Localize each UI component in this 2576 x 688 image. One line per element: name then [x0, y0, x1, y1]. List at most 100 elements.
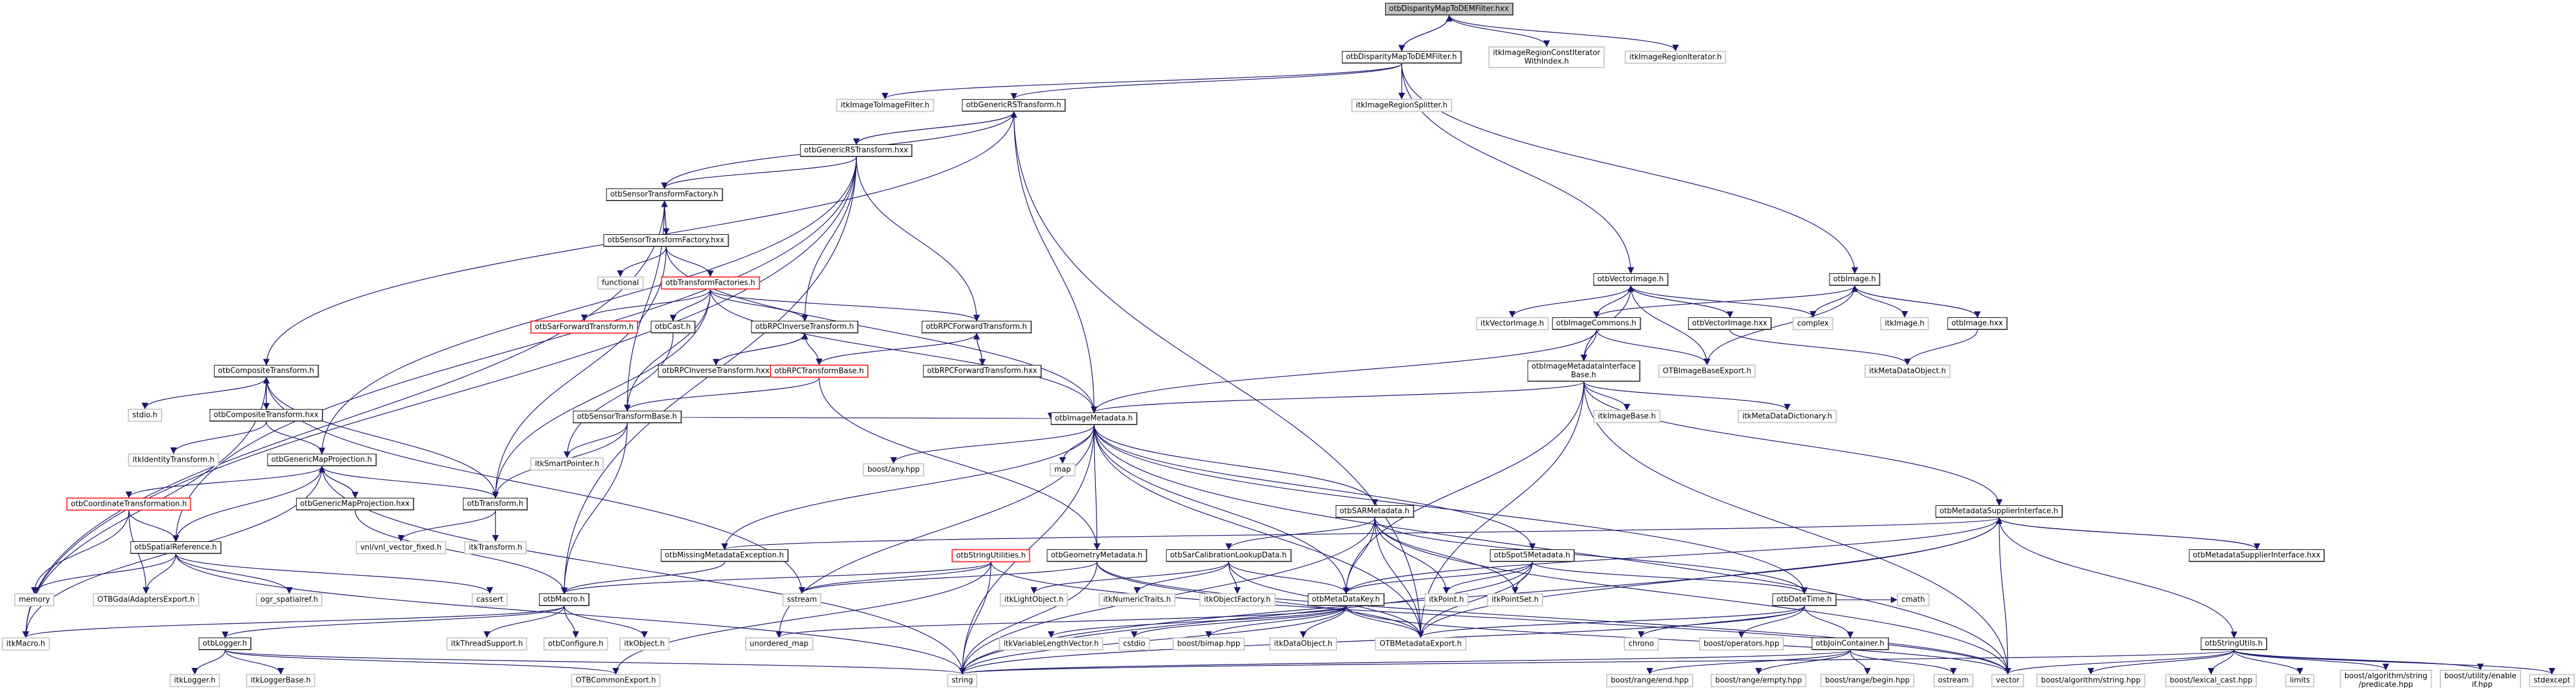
node-imib[interactable]: otbImageMetadataInterface Base.h [1527, 360, 1641, 382]
edge-joincontainer-to-string [959, 650, 1851, 675]
edge-imib-to-imd [1091, 381, 1584, 414]
node-gmp-hxx[interactable]: otbGenericMapProjection.hxx [296, 498, 415, 510]
edge-imd-to-mdkey [1094, 424, 1350, 595]
edge-joincontainer-to-ostream [1850, 650, 1957, 675]
edge-tf_h-to-rpcfwd_h [710, 289, 980, 322]
node-transform-h[interactable]: otbTransform.h [463, 498, 528, 510]
node-strutilities[interactable]: otbStringUtilities.h [951, 549, 1031, 563]
node-img-h[interactable]: otbImage.h [1829, 273, 1881, 286]
node-dem-h[interactable]: otbDisparityMapToDEMFilter.h [1342, 51, 1462, 64]
edge-imd-to-map [1059, 424, 1095, 464]
node-rpcinv-h[interactable]: otbRPCInverseTransform.h [751, 321, 859, 333]
edge-imd-to-boostany [890, 424, 1095, 464]
node-splitter: itkImageRegionSplitter.h [1351, 99, 1452, 112]
edge-imib-to-mdsi_h [1583, 382, 2003, 506]
node-cast[interactable]: otbCast.h [651, 321, 695, 333]
edge-datetime-to-operators [1738, 606, 1805, 638]
edge-sarmd-to-mdexport [1374, 517, 1424, 638]
node-gdalexp: OTBGdalAdaptersExport.h [92, 593, 200, 607]
node-geommd[interactable]: otbGeometryMetadata.h [1047, 549, 1147, 562]
node-vecimg-hxx[interactable]: otbVectorImage.hxx [1688, 317, 1772, 330]
node-mdkey[interactable]: otbMetaDataKey.h [1308, 593, 1385, 606]
edge-joincontainer-to-rangebegin [1850, 650, 1871, 675]
node-tf-h[interactable]: otbTransformFactories.h [660, 276, 760, 290]
edge-grs_h-to-mdexport [1013, 111, 1424, 638]
node-sarcal[interactable]: otbSarCalibrationLookupData.h [1166, 549, 1292, 562]
node-cstdio: cstdio [1118, 637, 1150, 651]
node-grs-hxx[interactable]: otbGenericRSTransform.hxx [800, 144, 913, 157]
node-logger-h[interactable]: otbLogger.h [198, 638, 252, 650]
node-stf-hxx[interactable]: otbSensorTransformFactory.hxx [603, 234, 729, 247]
edge-sarmd-to-vector [1374, 517, 2011, 675]
node-map: map [1049, 463, 1076, 477]
node-sarfwd[interactable]: otbSarForwardTransform.h [530, 320, 639, 334]
edge-img_hxx-to-mdobject [1904, 329, 1978, 365]
edge-imd-to-datetime [1094, 424, 1808, 595]
edge-grs_hxx-to-itkmacro [22, 156, 857, 638]
node-itklogger: itkLogger.h [169, 674, 221, 687]
node-complex: complex [1792, 317, 1834, 331]
node-imgcommons[interactable]: otbImageCommons.h [1552, 317, 1641, 330]
edge-root-to-regconstit [1449, 15, 1550, 48]
edge-macro_h-to-threadsupport [483, 606, 565, 638]
node-stf-h[interactable]: otbSensorTransformFactory.h [606, 188, 723, 201]
edge-datetime-to-mdexport [1417, 606, 1805, 638]
edge-geommd-to-vector [1096, 561, 2011, 675]
edge-mdkey-to-dataobj [1300, 606, 1347, 638]
node-missingmd[interactable]: otbMissingMetadataException.h [660, 549, 789, 562]
edge-geommd-to-string [959, 561, 1098, 675]
edge-grs_hxx-to-gmp_h [318, 156, 857, 455]
edge-imgcommons-to-imib [1580, 329, 1597, 361]
node-operators: boost/operators.hpp [1699, 637, 1784, 651]
node-vecimg-h[interactable]: otbVectorImage.h [1593, 273, 1669, 286]
node-macro-h[interactable]: otbMacro.h [539, 593, 589, 606]
node-coordtr[interactable]: otbCoordinateTransformation.h [66, 497, 192, 511]
edge-stbase-to-imd [681, 412, 1052, 420]
node-stbase[interactable]: otbSensorTransformBase.h [573, 411, 682, 423]
node-mdsi-hxx[interactable]: otbMetadataSupplierInterface.hxx [2189, 549, 2325, 562]
node-objfactory: itkObjectFactory.h [1199, 593, 1276, 607]
node-rpcfwd-h[interactable]: otbRPCForwardTransform.h [922, 321, 1032, 333]
edge-vecimg_h-to-imgcommons [1593, 285, 1631, 319]
node-root[interactable]: otbDisparityMapToDEMFilter.hxx [1385, 3, 1513, 15]
edge-imd-to-mdexport [1094, 424, 1424, 638]
edge-spatialref-to-ogr [175, 553, 293, 594]
node-spatialref[interactable]: otbSpatialReference.h [130, 541, 222, 554]
edge-imd-to-missingmd [721, 424, 1095, 551]
edge-gmp_h-to-transform_h [321, 466, 499, 499]
edge-gmp_hxx-to-gmp_h [318, 465, 356, 498]
node-sarmd[interactable]: otbSARMetadata.h [1335, 505, 1414, 518]
node-comp-h[interactable]: otbCompositeTransform.h [214, 365, 319, 378]
edge-stringutils-to-algostring [2087, 650, 2235, 675]
node-rpcbase[interactable]: otbRPCTransformBase.h [770, 364, 868, 378]
edge-imib-to-mdexport [1417, 382, 1584, 638]
node-mdsi-h[interactable]: otbMetadataSupplierInterface.h [1936, 505, 2063, 518]
node-datetime[interactable]: otbDateTime.h [1772, 593, 1836, 606]
node-imd[interactable]: otbImageMetadata.h [1051, 412, 1138, 425]
edge-spatialref-to-cassert [175, 553, 493, 594]
edge-spot5-to-mdkey [1343, 561, 1533, 595]
edge-stf_hxx-to-tf_h [666, 246, 714, 277]
node-joincontainer[interactable]: otbJoinContainer.h [1811, 638, 1889, 650]
edge-grs_h-to-imd [1013, 111, 1098, 414]
node-img-hxx[interactable]: otbImage.hxx [1947, 317, 2008, 330]
edge-tf_h-to-rpcinv_h [710, 289, 808, 322]
edge-gmp_h-to-coordtr [125, 466, 323, 498]
node-grs-h[interactable]: otbGenericRSTransform.h [962, 99, 1066, 112]
node-gmp-h[interactable]: otbGenericMapProjection.h [267, 454, 377, 466]
edge-strutilities-to-sstream [799, 562, 992, 594]
edge-stringutils-to-stdexcept [2233, 650, 2555, 675]
node-spot5[interactable]: otbSpot5Metadata.h [1489, 549, 1575, 562]
edge-transform_h-to-vnl [398, 510, 496, 542]
edge-tf_h-to-stbase [624, 289, 711, 412]
node-ogr: ogr_spatialref.h [255, 593, 323, 607]
node-itkpoint: itkPoint.h [1424, 593, 1469, 607]
node-rpcinv-hxx[interactable]: otbRPCInverseTransform.hxx [658, 365, 774, 378]
node-comp-hxx[interactable]: otbCompositeTransform.hxx [209, 409, 324, 422]
node-stringutils[interactable]: otbStringUtils.h [2200, 638, 2268, 650]
edge-imd-to-sarmd [1094, 424, 1378, 506]
node-itkimagebase: itkImageBase.h [1593, 410, 1661, 423]
node-rpcfwd-hxx[interactable]: otbRPCForwardTransform.hxx [923, 365, 1042, 378]
edge-datetime-to-chrono [1638, 606, 1805, 638]
